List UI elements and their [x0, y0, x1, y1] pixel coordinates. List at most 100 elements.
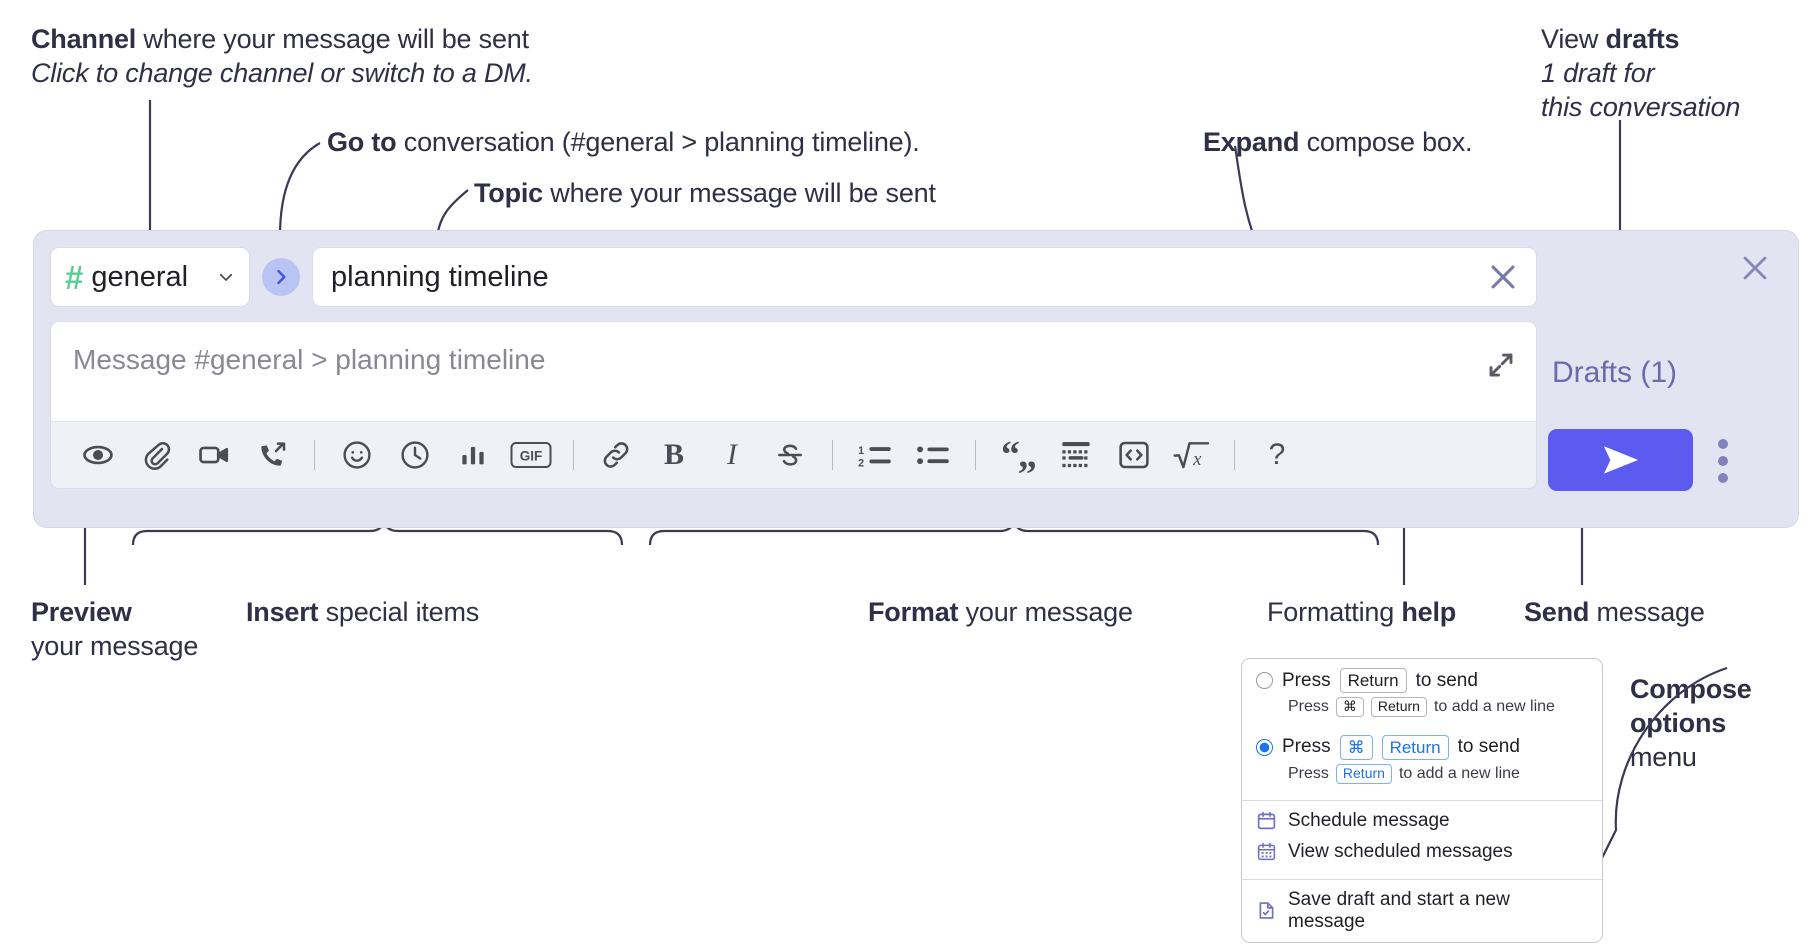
message-input-box[interactable]: Message #general > planning timeline [50, 321, 1537, 489]
toolbar-divider [1234, 440, 1235, 470]
channel-row: # general planning timeline [50, 247, 1537, 307]
message-text-area[interactable]: Message #general > planning timeline [51, 322, 1536, 421]
option-2-press: Press [1282, 736, 1331, 758]
close-icon[interactable] [1486, 260, 1520, 294]
audio-call-icon[interactable] [243, 422, 301, 488]
emoji-icon[interactable] [328, 422, 386, 488]
annotation-format: Format your message [868, 595, 1133, 629]
video-icon[interactable] [185, 422, 243, 488]
send-icon [1603, 446, 1638, 474]
annotation-send: Send message [1524, 595, 1705, 629]
calendar-icon [1257, 811, 1276, 830]
menu-option-return-to-send[interactable]: Press Return to send [1242, 659, 1602, 695]
menu-item-label: Schedule message [1288, 809, 1450, 831]
message-placeholder: Message #general > planning timeline [73, 344, 546, 375]
menu-item-label: Save draft and start a new message [1288, 888, 1510, 932]
key-command: ⌘ [1335, 697, 1364, 717]
menu-option-2-subtext: Press Return to add a new line [1242, 762, 1602, 793]
attachment-icon[interactable] [127, 422, 185, 488]
menu-divider [1242, 799, 1602, 801]
annotation-formatting-help: Formatting help [1267, 595, 1456, 629]
annotation-expand: Expand compose box. [1203, 125, 1473, 159]
help-icon[interactable]: ? [1268, 438, 1286, 471]
expand-icon[interactable] [1486, 350, 1516, 380]
menu-item-schedule-message[interactable]: Schedule message [1242, 801, 1602, 841]
annotation-help-lead: Formatting [1267, 597, 1402, 627]
menu-option-1-subtext: Press ⌘ Return to add a new line [1242, 695, 1602, 726]
channel-selector[interactable]: # general [50, 247, 250, 307]
annotation-topic: Topic where your message will be sent [474, 176, 936, 210]
kebab-dot [1718, 456, 1728, 466]
link-icon[interactable] [587, 422, 645, 488]
svg-text:x: x [1192, 449, 1202, 469]
hash-icon: # [65, 258, 84, 296]
italic-icon[interactable]: I [727, 438, 737, 471]
bulleted-list-icon[interactable] [904, 422, 962, 488]
annotation-channel: Channel where your message will be sent … [31, 22, 533, 90]
goto-conversation-button[interactable] [262, 258, 300, 296]
blockquote-icon[interactable]: “„ [1001, 433, 1037, 476]
annotation-compose-options: Compose options menu [1630, 672, 1752, 774]
annotation-expand-rest: compose box. [1299, 127, 1473, 157]
clock-icon[interactable] [386, 422, 444, 488]
annotation-channel-bold: Channel [31, 24, 137, 54]
annotation-format-bold: Format [868, 597, 959, 627]
calendar-grid-icon [1257, 842, 1276, 861]
math-icon[interactable]: x [1163, 422, 1221, 488]
annotation-preview: Preview your message [31, 595, 198, 663]
strikethrough-icon[interactable] [761, 422, 819, 488]
annotation-drafts: View drafts 1 draft for this conversatio… [1541, 22, 1740, 124]
topic-value: planning timeline [331, 260, 549, 293]
option-1-sub-tail: to add a new line [1433, 698, 1555, 715]
option-1-press: Press [1282, 669, 1331, 691]
kebab-dot [1718, 473, 1728, 483]
option-1-sub-press: Press [1288, 698, 1329, 715]
send-button[interactable] [1548, 429, 1693, 491]
annotation-send-rest: message [1589, 597, 1705, 627]
annotation-goto: Go to conversation (#general > planning … [327, 125, 920, 159]
annotation-expand-bold: Expand [1203, 127, 1300, 157]
bold-icon[interactable]: B [663, 438, 684, 471]
gif-icon[interactable]: GIF [502, 422, 560, 488]
close-icon[interactable] [1738, 251, 1772, 285]
topic-input[interactable]: planning timeline [312, 247, 1537, 307]
annotation-channel-italic: Click to change channel or switch to a D… [31, 58, 533, 88]
annotation-drafts-bold: drafts [1605, 24, 1680, 54]
menu-option-command-return-to-send[interactable]: Press ⌘ Return to send [1242, 726, 1602, 762]
drafts-link[interactable]: Drafts (1) [1552, 356, 1678, 389]
annotation-insert-bold: Insert [246, 597, 319, 627]
channel-name-label: general [91, 260, 189, 293]
option-1-tail: to send [1415, 669, 1478, 691]
poll-icon[interactable] [444, 422, 502, 488]
compose-right-column: Drafts (1) [1538, 231, 1798, 527]
menu-item-save-draft[interactable]: Save draft and start a new message [1242, 880, 1602, 942]
svg-text:1: 1 [858, 445, 864, 457]
annotation-send-bold: Send [1524, 597, 1590, 627]
annotation-format-rest: your message [958, 597, 1133, 627]
annotation-compose-options-bold-1: Compose [1630, 674, 1752, 704]
svg-text:2: 2 [858, 457, 864, 469]
svg-text:GIF: GIF [520, 449, 543, 464]
document-check-icon [1259, 902, 1274, 919]
code-block-icon[interactable] [1047, 422, 1105, 488]
key-return: Return [1381, 734, 1449, 760]
annotation-compose-options-bold-2: options [1630, 708, 1727, 738]
radio-unselected[interactable] [1256, 672, 1273, 690]
preview-icon[interactable] [69, 422, 127, 488]
menu-item-view-scheduled-messages[interactable]: View scheduled messages [1242, 841, 1602, 872]
compose-options-button[interactable] [1718, 439, 1728, 483]
option-2-sub-tail: to add a new line [1398, 764, 1520, 782]
compose-panel: # general planning timeline Message #gen… [33, 230, 1799, 528]
chevron-right-icon [277, 269, 286, 285]
annotation-drafts-italic-1: 1 draft for [1541, 58, 1655, 88]
code-icon[interactable] [1105, 422, 1163, 488]
annotation-topic-rest: where your message will be sent [543, 178, 936, 208]
annotation-drafts-italic-2: this conversation [1541, 92, 1741, 122]
menu-item-label: View scheduled messages [1288, 840, 1513, 862]
radio-selected[interactable] [1256, 738, 1273, 756]
annotation-topic-bold: Topic [474, 178, 543, 208]
annotation-compose-options-rest: menu [1630, 742, 1697, 772]
option-2-tail: to send [1457, 736, 1520, 758]
